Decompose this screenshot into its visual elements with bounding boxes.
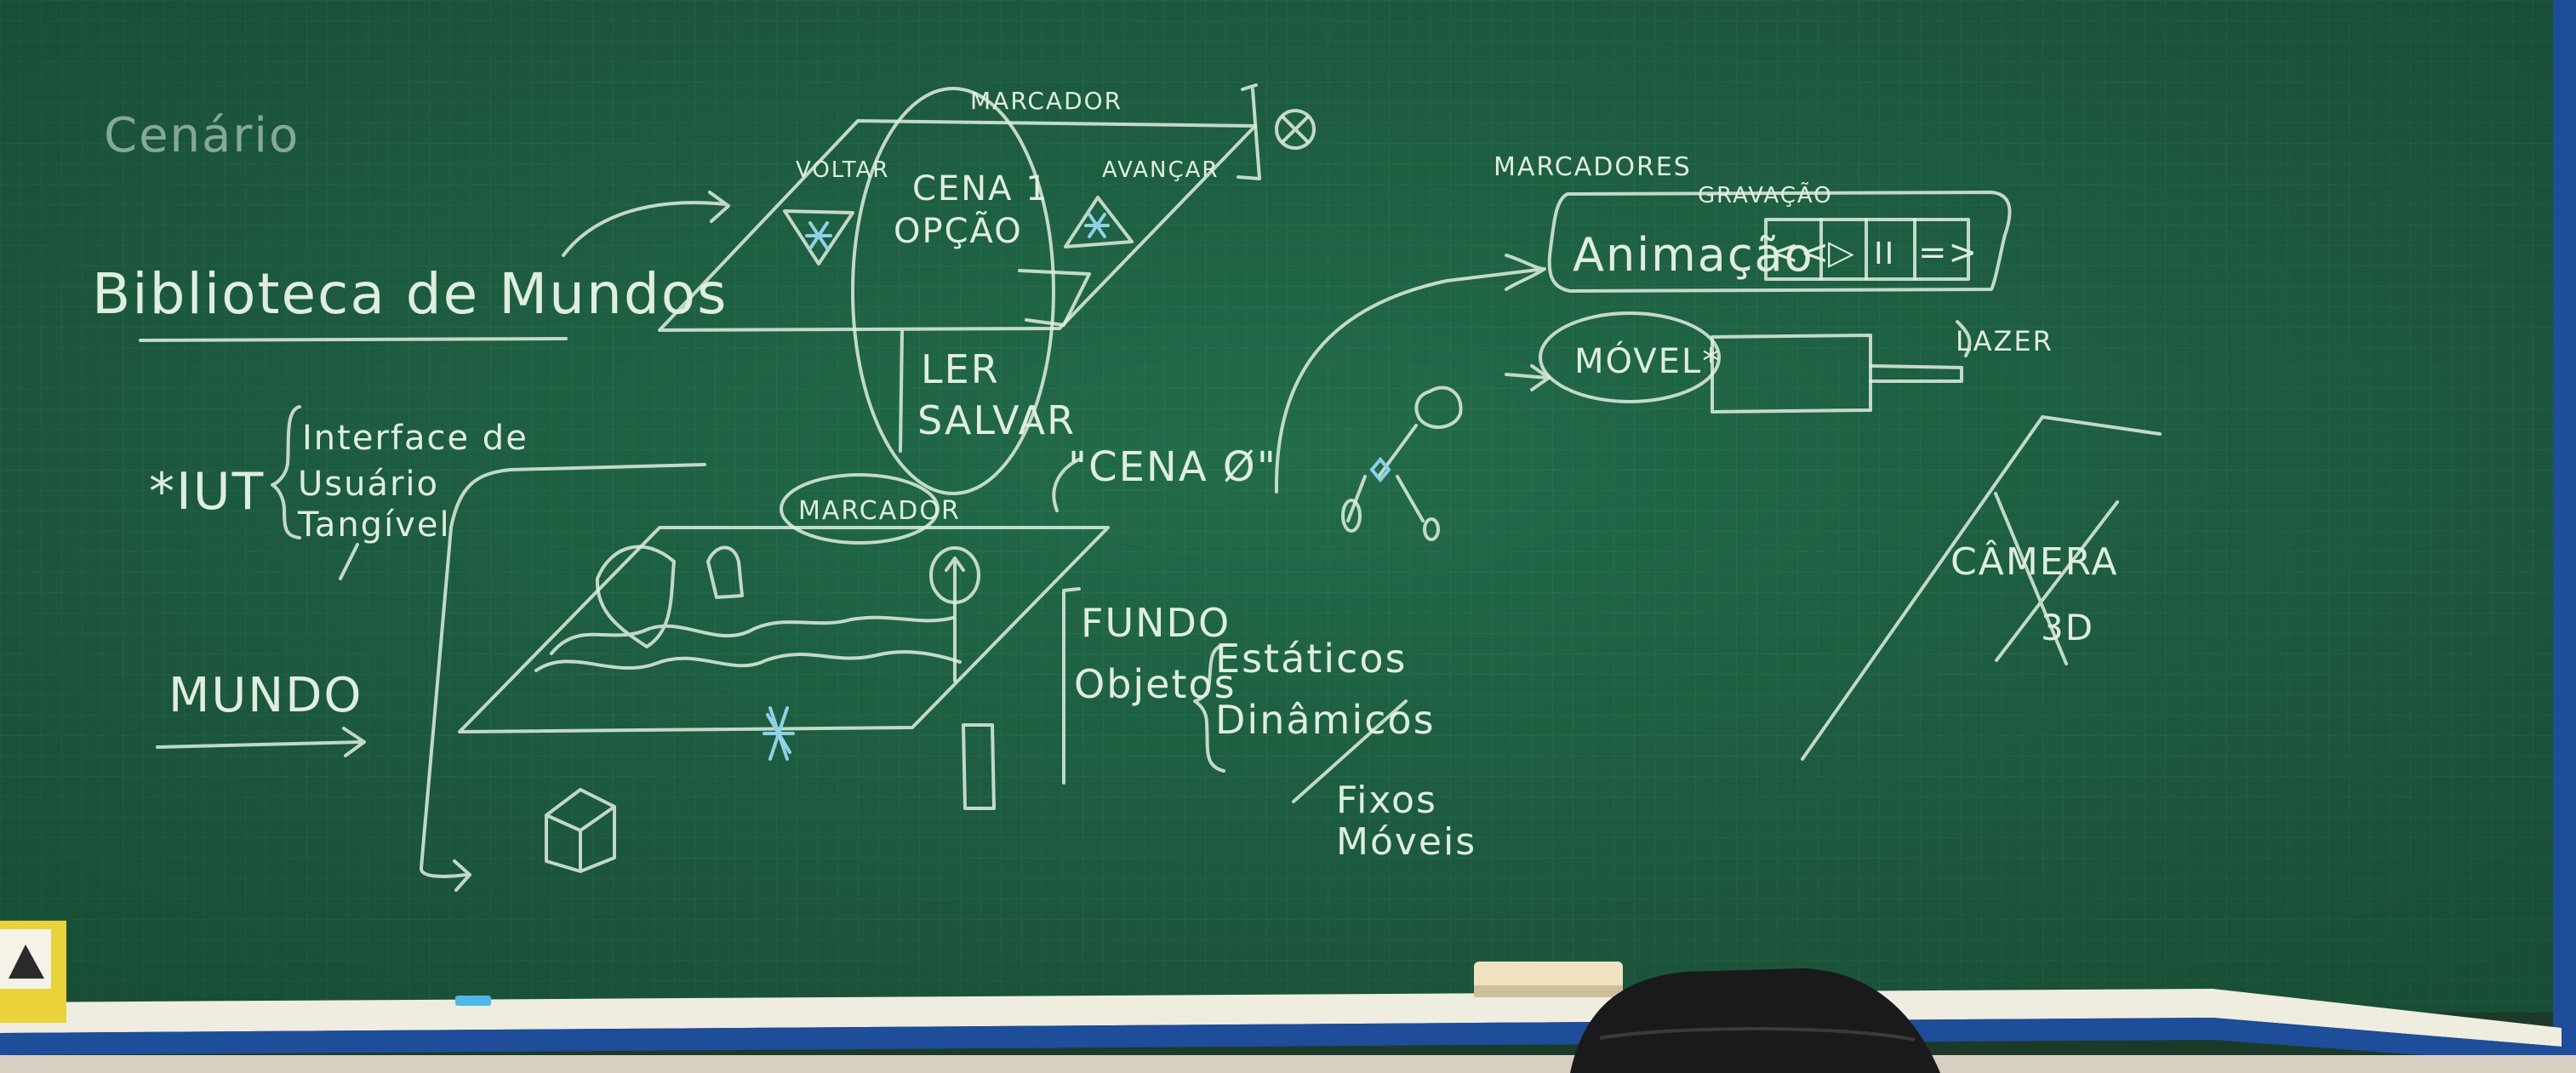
arrow-to-animacao [1274, 254, 1546, 494]
iut-label: *IUT [149, 462, 265, 522]
voltar-marker [783, 209, 854, 265]
cena-1-label: CENA 1 [912, 169, 1049, 208]
blue-chalk-stick [455, 996, 491, 1006]
fundo-label: FUNDO [1081, 600, 1231, 646]
marcador-bottom-ellipse [780, 473, 940, 545]
ler-salvar-bar [899, 330, 904, 453]
lazer-label: LAZER [1956, 325, 2053, 357]
dinamicos-label: Dinâmicos [1215, 697, 1436, 743]
iut-line-1: Interface de [302, 419, 528, 458]
mundo-arrow [156, 727, 366, 757]
post-sketch [962, 723, 996, 810]
movel-label: MÓVEL* [1574, 340, 1721, 381]
moveis-label: Móveis [1336, 820, 1476, 864]
biblioteca-title: Biblioteca de Mundos [92, 261, 728, 327]
control-play[interactable]: ▷ [1828, 233, 1856, 272]
cena-ellipse [851, 87, 1055, 495]
terrain-contours [534, 545, 962, 672]
marcadores-label: MARCADORES [1494, 152, 1692, 182]
animacao-label: Animação [1573, 228, 1814, 282]
camera-label: CÂMERA [1951, 539, 2118, 584]
marcador-bottom-label: MARCADOR [798, 496, 961, 526]
blue-star [763, 706, 795, 761]
cube-sketch [545, 788, 616, 873]
control-rewind[interactable]: << [1770, 233, 1831, 272]
estaticos-label: Estáticos [1215, 636, 1407, 682]
bracket-line [420, 463, 706, 892]
camera-3d-label: 3D [2041, 607, 2094, 648]
eraser [1474, 962, 1623, 997]
animacao-frame [1547, 191, 2012, 293]
iut-line-3: Tangível [297, 505, 451, 545]
playback-controls [1764, 218, 1970, 281]
floor [0, 1055, 2576, 1073]
control-pause[interactable]: II [1874, 237, 1895, 271]
objetos-brace [1193, 643, 1225, 773]
figure-sketch [1346, 385, 1463, 522]
chalk-box [0, 921, 66, 1023]
chair-back [1570, 968, 1940, 1073]
movel-ellipse [1539, 311, 1721, 403]
cenario-text: Cenário [104, 108, 300, 163]
arrow-to-top-sheet [562, 191, 730, 257]
iut-line-2: Usuário [298, 465, 439, 504]
opcao-label: OPÇÃO [894, 210, 1023, 251]
top-sheet [658, 119, 1257, 332]
corner-tab [1018, 269, 1091, 327]
fixos-label: Fixos [1336, 779, 1437, 822]
dinamicos-slash [1292, 699, 1408, 803]
ler-label: LER [921, 346, 1000, 392]
camera-lines [1801, 415, 2162, 761]
salvar-label: SALVAR [917, 397, 1076, 443]
bottom-sheet [458, 526, 1110, 733]
mundo-label: MUNDO [168, 668, 363, 723]
x-circle [1275, 109, 1316, 150]
control-forward[interactable]: => [1918, 233, 1979, 272]
board-shade [0, 0, 2562, 1013]
board-frame-bottom [0, 1018, 2562, 1065]
fundo-bracket [1062, 587, 1081, 785]
chalk-ledge [0, 989, 2562, 1047]
biblioteca-underline [139, 337, 568, 342]
cena-zero-label: "CENA Ø" [1068, 443, 1277, 491]
iut-brace [271, 405, 301, 539]
avancar-label: AVANÇAR [1102, 157, 1219, 183]
marcador-top-label: MARCADOR [970, 87, 1122, 115]
board-frame-right [2553, 0, 2576, 1055]
avancar-marker [1064, 196, 1134, 248]
movel-box [1711, 334, 1872, 414]
laser-beam [1869, 364, 1963, 383]
